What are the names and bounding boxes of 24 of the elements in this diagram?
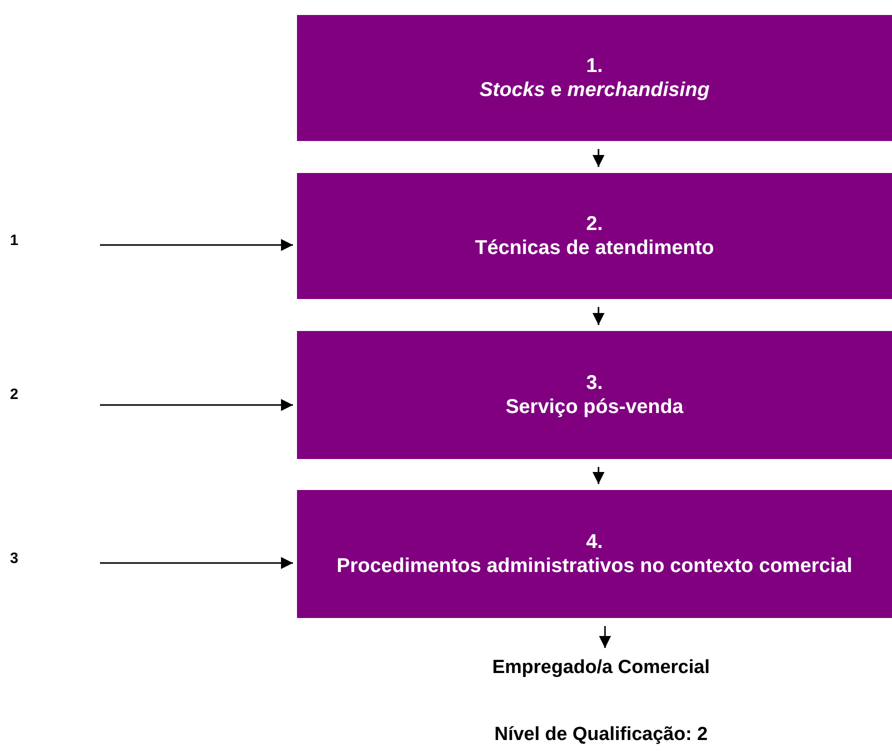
- callout-number: 2: [10, 386, 18, 403]
- step-title: Stocks e merchandising: [479, 78, 710, 102]
- arrow: [599, 626, 611, 648]
- process-box: [297, 173, 892, 299]
- arrow: [592, 467, 604, 484]
- qualification-level-text: Nível de Qualificação: 2: [493, 724, 709, 746]
- step-title: Procedimentos administrativos no contexto comercial: [336, 554, 852, 578]
- step-title: Técnicas de atendimento: [475, 236, 714, 260]
- step-title: Serviço pós-venda: [506, 395, 684, 419]
- arrow: [100, 239, 293, 251]
- step-number: 2.: [586, 212, 603, 236]
- arrow: [100, 399, 293, 411]
- output-text: Empregado/a Comercial: [400, 654, 802, 682]
- callout-number: 1: [10, 232, 18, 249]
- step-number: 3.: [586, 371, 603, 395]
- arrow: [100, 557, 293, 569]
- step-number: 4.: [586, 530, 603, 554]
- arrow: [592, 307, 604, 325]
- process-box: [297, 490, 892, 618]
- arrow: [592, 149, 604, 167]
- process-box: [297, 15, 892, 141]
- step-number: 1.: [586, 54, 603, 78]
- process-box: [297, 331, 892, 459]
- callout-number: 3: [10, 550, 18, 567]
